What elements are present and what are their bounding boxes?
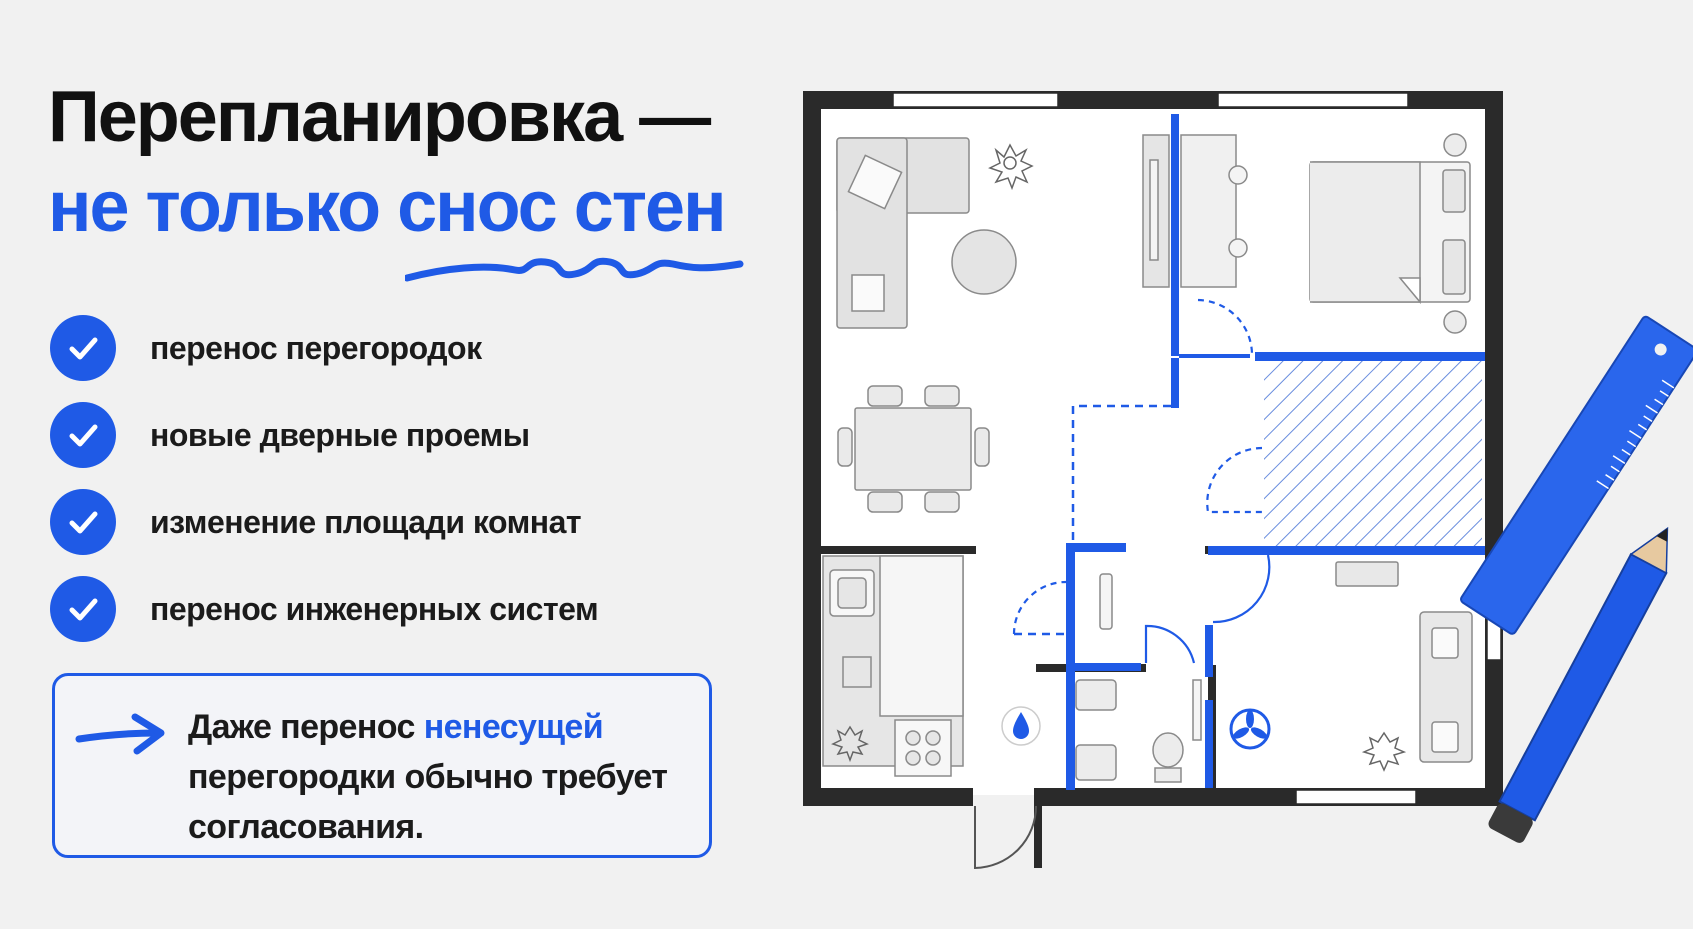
list-item-label: изменение площади комнат	[150, 503, 582, 540]
check-icon	[50, 402, 116, 468]
list-item: перенос перегородок	[50, 313, 482, 383]
list-item-label: новые дверные проемы	[150, 416, 530, 453]
hatched-area	[1264, 358, 1482, 546]
squiggle-underline	[405, 257, 744, 282]
note-text: Даже перенос ненесущей перегородки обычно…	[188, 702, 698, 852]
list-item-label: перенос перегородок	[150, 329, 482, 366]
pencil-icon	[1488, 526, 1669, 843]
dining-table	[837, 385, 990, 513]
page-title: Перепланировка — не только снос стен	[48, 72, 727, 252]
water-drop-icon	[1001, 706, 1041, 746]
note-box: Даже перенос ненесущей перегородки обычно…	[52, 673, 712, 858]
new-walls	[1066, 114, 1485, 790]
note-text-part1: Даже перенос	[188, 708, 424, 746]
old-walls	[1014, 404, 1171, 636]
sofa	[836, 137, 970, 329]
plant-icon	[988, 143, 1034, 191]
kitchen	[822, 555, 964, 777]
bed	[1309, 133, 1471, 334]
plant-icon	[1361, 731, 1407, 772]
title-line-2: не только снос стен	[48, 167, 727, 247]
list-item: изменение площади комнат	[50, 487, 582, 557]
bathroom	[1075, 573, 1202, 783]
check-icon	[50, 576, 116, 642]
list-item: перенос инженерных систем	[50, 574, 599, 644]
check-icon	[50, 489, 116, 555]
list-item-label: перенос инженерных систем	[150, 590, 599, 627]
wardrobe	[1142, 134, 1248, 288]
fan-icon	[1229, 708, 1271, 750]
note-highlight: ненесущей	[423, 708, 604, 746]
arrow-right-icon	[75, 713, 165, 755]
title-line-1: Перепланировка —	[48, 77, 711, 157]
note-text-part2: перегородки обычно требует согласования.	[188, 758, 668, 846]
ruler-icon	[1460, 315, 1693, 635]
check-icon	[50, 315, 116, 381]
living-room-2	[1335, 561, 1473, 763]
plant-icon	[831, 725, 869, 763]
list-item: новые дверные проемы	[50, 400, 530, 470]
